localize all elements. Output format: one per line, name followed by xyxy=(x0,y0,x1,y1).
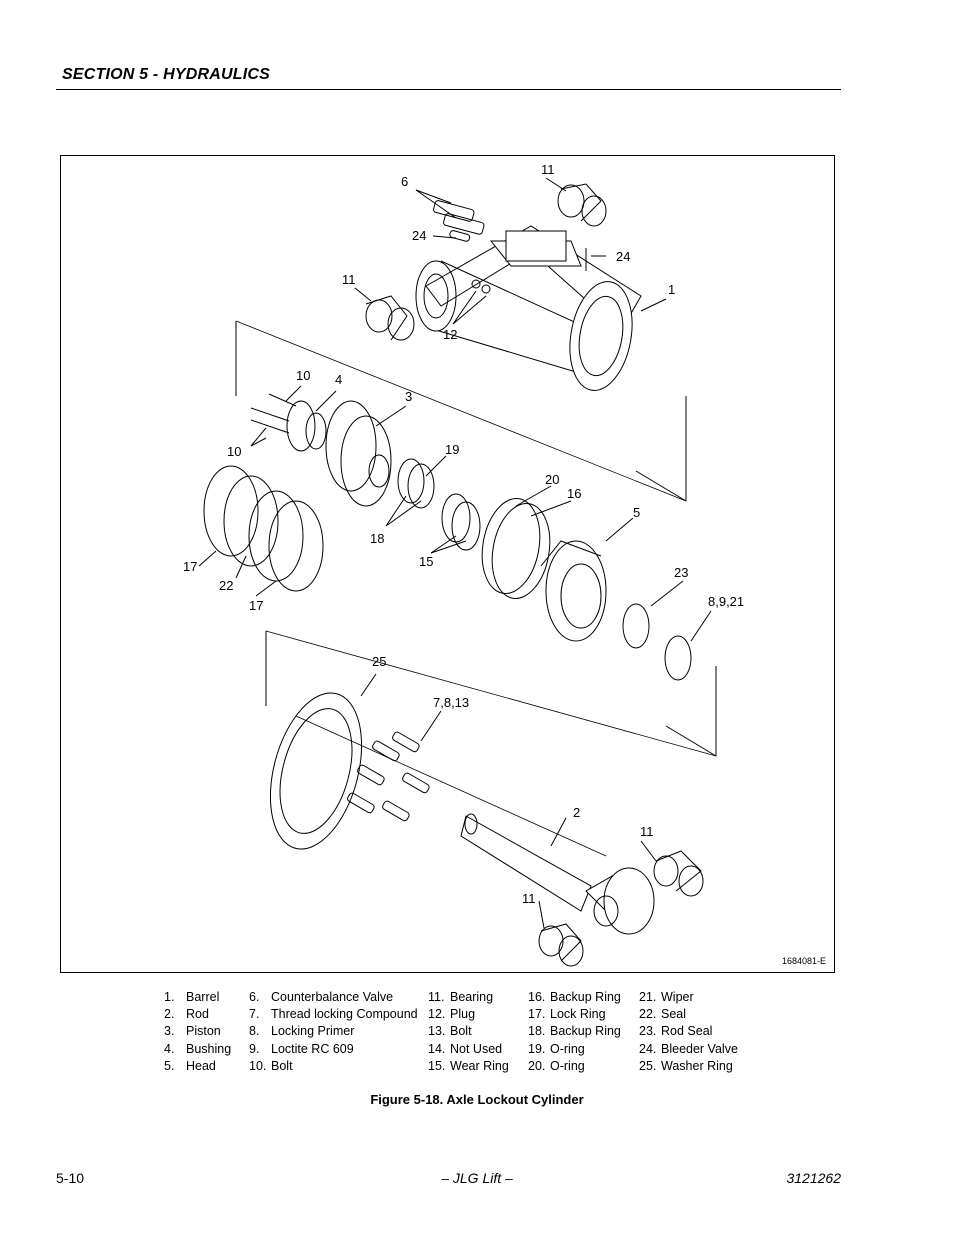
legend-item: 14.Not Used xyxy=(428,1041,503,1056)
callout-11-rod-right: 11 xyxy=(640,824,654,839)
callout-7-8-13: 7,8,13 xyxy=(433,695,469,710)
legend-item: 23.Rod Seal xyxy=(639,1024,713,1039)
rod-drawing xyxy=(460,813,655,935)
callout-2: 2 xyxy=(573,805,580,820)
callout-17-left: 17 xyxy=(183,559,197,574)
figure-frame: 6 11 24 24 11 1 12 10 4 3 10 19 20 16 5 … xyxy=(60,155,835,973)
legend-item: 5.Head xyxy=(164,1058,216,1073)
legend-column-5: 21.Wiper 22.Seal 23.Rod Seal 24.Bleeder … xyxy=(639,989,738,1075)
callout-22: 22 xyxy=(219,578,233,593)
legend-item: 10.Bolt xyxy=(249,1058,293,1073)
callout-17-bottom: 17 xyxy=(249,598,263,613)
callout-1: 1 xyxy=(668,282,675,297)
legend-item: 7.Thread locking Compound xyxy=(249,1007,418,1022)
callout-20: 20 xyxy=(545,472,559,487)
callout-10-top: 10 xyxy=(296,368,310,383)
callout-10-bottom: 10 xyxy=(227,444,241,459)
callout-11-rod-left: 11 xyxy=(522,891,536,906)
head-bolts-drawing xyxy=(347,731,430,822)
callout-11-left: 11 xyxy=(342,272,356,287)
page-number: 5-10 xyxy=(56,1170,85,1186)
legend-item: 18.Backup Ring xyxy=(528,1024,621,1039)
callout-11-top: 11 xyxy=(541,162,555,177)
callout-24-right: 24 xyxy=(616,249,630,264)
legend-item: 15.Wear Ring xyxy=(428,1058,509,1073)
header-rule xyxy=(56,89,841,90)
legend-item: 12.Plug xyxy=(428,1007,476,1022)
legend-item: 13.Bolt xyxy=(428,1024,472,1039)
callout-3: 3 xyxy=(405,389,412,404)
legend-item: 2.Rod xyxy=(164,1007,209,1022)
callout-19: 19 xyxy=(445,442,459,457)
section-title: SECTION 5 - HYDRAULICS xyxy=(62,66,270,83)
bearing-drawing-left xyxy=(365,295,415,341)
callout-8-9-21: 8,9,21 xyxy=(708,594,744,609)
legend-item: 8.Locking Primer xyxy=(249,1024,355,1039)
counterbalance-valves-drawing xyxy=(433,200,587,271)
legend-item: 6.Counterbalance Valve xyxy=(249,990,394,1004)
rod-bearing-drawing-right xyxy=(653,850,704,897)
document-number: 3121262 xyxy=(786,1170,841,1186)
legend-item: 11.Bearing xyxy=(428,990,494,1004)
legend-item: 16.Backup Ring xyxy=(528,990,621,1004)
callout-25: 25 xyxy=(372,654,386,669)
figure-caption: Figure 5-18. Axle Lockout Cylinder xyxy=(370,1092,584,1107)
legend-item: 24.Bleeder Valve xyxy=(639,1041,738,1056)
seal-rings-drawing xyxy=(203,465,324,592)
callout-24-left: 24 xyxy=(412,228,426,243)
callout-labels: 6 11 24 24 11 1 12 10 4 3 10 19 20 16 5 … xyxy=(183,162,744,906)
legend-item: 19.O-ring xyxy=(528,1041,585,1056)
footer-brand: – JLG Lift – xyxy=(441,1170,513,1186)
callout-18: 18 xyxy=(370,531,384,546)
barrel-drawing xyxy=(415,225,642,391)
piston-drawing xyxy=(325,400,392,507)
legend-item: 22.Seal xyxy=(639,1007,687,1022)
callout-15: 15 xyxy=(419,554,433,569)
legend-column-3: 11.Bearing 12.Plug 13.Bolt 14.Not Used 1… xyxy=(428,989,509,1075)
callout-4: 4 xyxy=(335,372,342,387)
legend-item: 1.Barrel xyxy=(164,990,220,1004)
callout-12: 12 xyxy=(443,327,457,342)
legend-column-4: 16.Backup Ring 17.Lock Ring 18.Backup Ri… xyxy=(528,989,621,1075)
bushing-drawing xyxy=(250,393,327,452)
callout-6: 6 xyxy=(401,174,408,189)
callout-5: 5 xyxy=(633,505,640,520)
rod-bearing-drawing-left xyxy=(538,923,584,967)
legend-item: 25.Washer Ring xyxy=(639,1058,733,1073)
head-drawing xyxy=(540,540,607,642)
legend-item: 3.Piston xyxy=(164,1024,221,1039)
callout-23: 23 xyxy=(674,565,688,580)
legend-item: 9.Loctite RC 609 xyxy=(249,1041,354,1056)
legend-item: 4.Bushing xyxy=(164,1041,232,1056)
washer-ring-drawing xyxy=(269,692,363,850)
legend-column-1: 1.Barrel 2.Rod 3.Piston 4.Bushing 5.Head xyxy=(164,989,231,1075)
callout-16: 16 xyxy=(567,486,581,501)
drawing-id: 1684081-E xyxy=(781,956,826,966)
bearing-drawing-top xyxy=(557,183,607,227)
legend-item: 17.Lock Ring xyxy=(528,1007,606,1022)
legend-column-2: 6.Counterbalance Valve 7.Thread locking … xyxy=(249,989,418,1075)
legend-item: 20.O-ring xyxy=(528,1058,585,1073)
exploded-view-drawing: 6 11 24 24 11 1 12 10 4 3 10 19 20 16 5 … xyxy=(183,162,744,967)
legend-item: 21.Wiper xyxy=(639,990,694,1004)
